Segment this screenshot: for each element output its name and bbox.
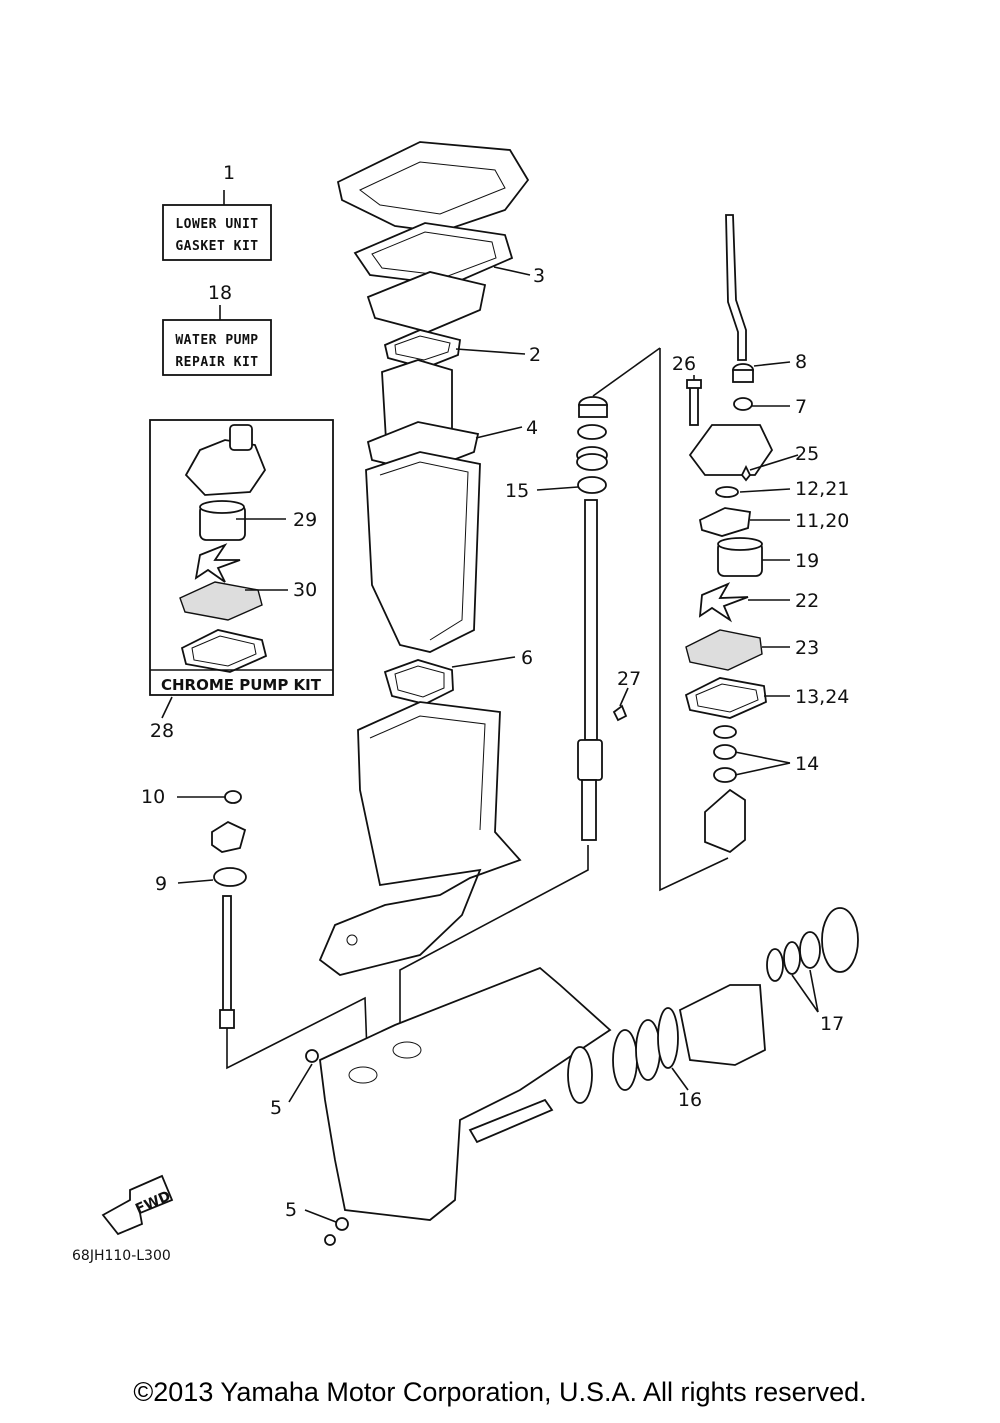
fwd-arrow: FWD [101, 1174, 174, 1236]
part-label-5a: 5 [270, 1097, 282, 1119]
part-label-17: 17 [820, 1013, 844, 1035]
part-label-27: 27 [617, 668, 641, 690]
end-cap[interactable] [821, 907, 859, 973]
oil-seals-14[interactable] [713, 725, 737, 783]
part-label-28: 28 [150, 720, 174, 742]
gasket-13-24[interactable] [684, 677, 767, 719]
part-label-19: 19 [795, 550, 819, 572]
thrust-washer[interactable] [567, 1046, 593, 1104]
pin-25[interactable] [740, 464, 752, 482]
grommet-10[interactable] [224, 790, 242, 804]
outer-plate-23[interactable] [685, 629, 763, 671]
gasket-2[interactable] [383, 329, 461, 369]
o-ring-15[interactable] [577, 476, 607, 494]
lower-plate[interactable] [366, 271, 487, 333]
bolts-5[interactable] [305, 1049, 349, 1246]
o-ring-12-21[interactable] [715, 486, 739, 498]
part-label-4: 4 [526, 417, 538, 439]
part-label-13-24: 13,24 [795, 686, 849, 708]
water-tube[interactable] [725, 214, 747, 361]
bolt-26[interactable] [686, 379, 702, 426]
gasket-3[interactable] [353, 222, 514, 286]
seal-6[interactable] [383, 659, 454, 705]
part-label-5b: 5 [285, 1199, 297, 1221]
o-ring-9[interactable] [213, 867, 247, 887]
seal-rings[interactable] [576, 424, 608, 471]
insert-cartridge-19[interactable] [717, 537, 763, 577]
part-label-26: 26 [672, 353, 696, 375]
part-label-23: 23 [795, 637, 819, 659]
shift-rod-holder[interactable] [211, 820, 247, 853]
copyright-notice: ©2013 Yamaha Motor Corporation, U.S.A. A… [133, 1377, 867, 1407]
oil-seal-housing[interactable] [704, 788, 746, 854]
lower-unit-kit-line2: GASKET KIT [175, 239, 258, 254]
part-label-10: 10 [141, 786, 165, 808]
key-27[interactable] [612, 704, 628, 722]
part-label-2: 2 [529, 344, 541, 366]
part-label-29: 29 [293, 509, 317, 531]
o-ring-16[interactable] [657, 1007, 679, 1069]
pump-housing[interactable] [688, 424, 774, 476]
part-label-18: 18 [208, 282, 232, 304]
propeller-shaft[interactable] [468, 1098, 554, 1144]
water-pump-repair-kit-box[interactable]: WATER PUMP REPAIR KIT [162, 305, 272, 376]
chrome-pump-kit-title: CHROME PUMP KIT [161, 676, 322, 694]
part-label-1: 1 [223, 162, 235, 184]
part-label-6: 6 [521, 647, 533, 669]
part-label-15: 15 [505, 480, 529, 502]
part-label-25: 25 [795, 443, 819, 465]
upper-casing-top-part[interactable] [336, 141, 530, 233]
lower-unit-kit-line1: LOWER UNIT [175, 217, 258, 232]
seals-17[interactable] [766, 931, 821, 982]
upper-case-housing[interactable] [318, 701, 522, 976]
part-label-9: 9 [155, 873, 167, 895]
bearing-housing[interactable] [678, 984, 766, 1066]
diagram-code: 68JH110-L300 [72, 1248, 171, 1264]
part-label-12-21: 12,21 [795, 478, 849, 500]
part-label-22: 22 [795, 590, 819, 612]
part-label-16: 16 [678, 1089, 702, 1111]
impeller-22[interactable] [698, 582, 749, 623]
part-label-30: 30 [293, 579, 317, 601]
bearing-top[interactable] [578, 396, 608, 418]
chrome-pump-kit-box[interactable]: CHROME PUMP KIT [149, 419, 334, 696]
grommet-7[interactable] [733, 397, 753, 411]
bearing-rings[interactable] [612, 1019, 661, 1091]
drive-shaft[interactable] [577, 499, 603, 841]
part-label-3: 3 [533, 265, 545, 287]
part-label-7: 7 [795, 396, 807, 418]
shift-rod[interactable] [219, 895, 235, 1029]
lower-unit-gasket-kit-box[interactable]: LOWER UNIT GASKET KIT [162, 190, 272, 261]
lower-gearcase[interactable] [319, 966, 612, 1221]
water-pump-kit-line1: WATER PUMP [175, 333, 258, 348]
gasket-11-20[interactable] [698, 507, 752, 537]
part-label-8: 8 [795, 351, 807, 373]
part-label-11-20: 11,20 [795, 510, 849, 532]
exhaust-manifold[interactable] [365, 451, 481, 653]
water-pump-kit-line2: REPAIR KIT [175, 355, 258, 370]
grommet-8[interactable] [732, 363, 754, 383]
part-label-14: 14 [795, 753, 819, 775]
